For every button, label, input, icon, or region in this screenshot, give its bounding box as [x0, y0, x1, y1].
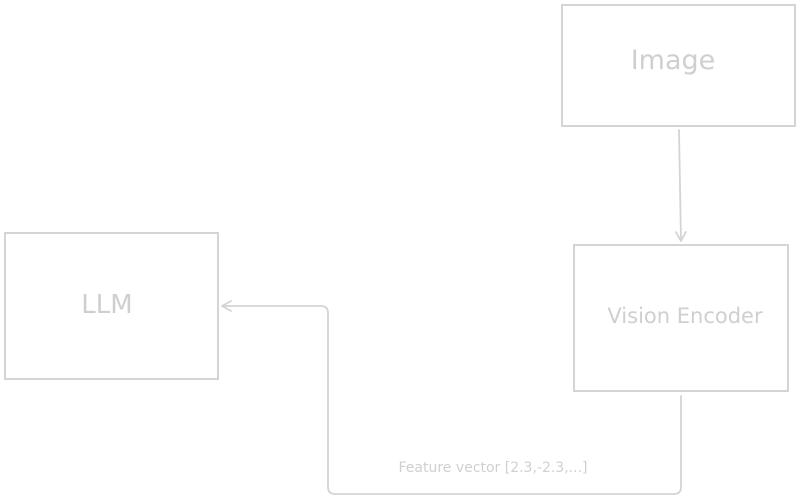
llm-node-label: LLM	[81, 290, 132, 320]
image-node-label: Image	[631, 45, 716, 76]
llm-node[interactable]: LLM	[4, 232, 219, 380]
vision-encoder-node-label: Vision Encoder	[607, 304, 763, 328]
edge-encoder-to-llm	[221, 300, 682, 495]
llm-node-box	[4, 232, 219, 380]
vision-encoder-node-box	[573, 244, 789, 392]
image-node-box	[561, 4, 796, 127]
edge-image-to-encoder	[674, 129, 687, 242]
image-node[interactable]: Image	[561, 4, 796, 127]
edge-label-feature-vector: Feature vector [2.3,-2.3,...]	[399, 460, 588, 476]
vision-encoder-node[interactable]: Vision Encoder	[573, 244, 789, 392]
